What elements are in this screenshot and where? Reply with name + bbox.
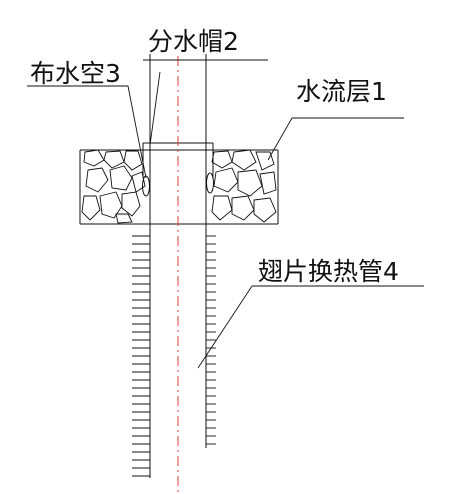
fins-left bbox=[132, 235, 150, 477]
leader-cloth-water-gap bbox=[27, 85, 147, 179]
gravel-right bbox=[211, 149, 277, 223]
label-flow-layer: 水流层1 bbox=[296, 77, 387, 106]
fins-right bbox=[206, 235, 216, 445]
spray-left bbox=[142, 175, 150, 197]
label-finned-tube: 翅片换热管4 bbox=[258, 257, 399, 286]
leader-water-cap-diag bbox=[149, 71, 161, 146]
label-water-cap: 分水帽2 bbox=[148, 27, 239, 56]
label-cloth-water-gap: 布水空3 bbox=[30, 59, 121, 88]
spray-right bbox=[206, 172, 214, 194]
gravel-left bbox=[81, 149, 146, 224]
leader-finned-tube-diag bbox=[197, 285, 253, 369]
finned-tube bbox=[132, 54, 216, 478]
water-flow-layer bbox=[79, 149, 279, 225]
leader-flow-layer-diag bbox=[267, 117, 293, 161]
leader-lines bbox=[27, 59, 424, 369]
